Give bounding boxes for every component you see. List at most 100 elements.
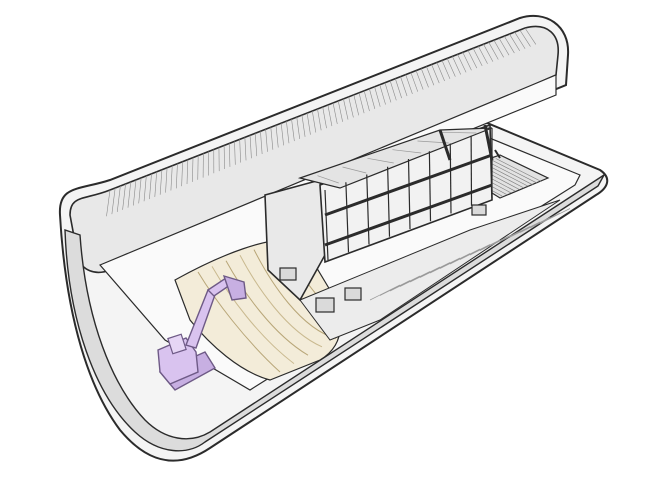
- rib-line: [524, 27, 537, 45]
- rib-line: [312, 110, 317, 133]
- rib-line: [493, 40, 504, 58]
- ramp-grate-line: [495, 158, 542, 182]
- floor-hatch-line: [419, 262, 451, 278]
- rib-line: [296, 117, 301, 139]
- rib-line: [488, 42, 499, 60]
- rib-line: [384, 82, 392, 103]
- gantry-leg: [471, 204, 487, 216]
- rib-line: [353, 94, 360, 116]
- rib-line: [106, 189, 111, 217]
- rib-line: [175, 163, 178, 189]
- excavation-band-line: [211, 266, 295, 364]
- floor-hatch-line: [439, 253, 471, 269]
- rib-line: [436, 62, 445, 82]
- rib-line: [229, 143, 231, 167]
- rib-line: [186, 159, 189, 185]
- floor-hatch-line: [429, 257, 461, 274]
- rib-line: [389, 80, 397, 101]
- rib-line: [159, 169, 163, 195]
- tunnel-floor: [299, 199, 561, 341]
- rib-line: [286, 121, 290, 144]
- excavation-band-line: [239, 254, 323, 348]
- rib-line: [457, 54, 467, 73]
- rib-line: [133, 179, 137, 206]
- rib-line: [244, 137, 247, 161]
- floor-hatch-line: [509, 221, 541, 238]
- floor-hatching: [369, 208, 571, 301]
- gantry-post: [324, 189, 329, 261]
- excavation-band-line: [197, 271, 281, 373]
- rib-line: [369, 88, 376, 109]
- ramp-grate-line: [491, 159, 538, 184]
- steel-arch-ribs: [69, 25, 559, 274]
- excavator: [157, 274, 247, 391]
- gantry-post: [345, 182, 350, 253]
- rib-line: [420, 68, 429, 88]
- floor-hatch-line: [539, 208, 571, 224]
- rib-line: [379, 84, 386, 105]
- rib-line: [374, 86, 381, 107]
- rib-line: [519, 29, 531, 47]
- rib-line: [317, 108, 322, 131]
- rib-line: [446, 58, 456, 77]
- rib-line: [181, 161, 183, 187]
- rib-line: [509, 33, 521, 52]
- rib-line: [503, 35, 515, 54]
- gantry-deck-line: [317, 175, 339, 184]
- gantry-leg: [315, 297, 335, 313]
- gantry-rail-lower: [324, 183, 493, 247]
- shield-gantry: [264, 123, 494, 313]
- rib-line: [348, 96, 354, 118]
- rib-line: [192, 157, 194, 182]
- gantry-post: [387, 166, 391, 237]
- rib-line: [122, 183, 126, 210]
- gantry-post: [449, 143, 452, 214]
- excavator-bucket: [222, 274, 247, 301]
- gantry-deck-line: [342, 166, 367, 174]
- rib-pattern: [106, 27, 537, 217]
- rib-line: [498, 37, 510, 56]
- rib-line: [254, 133, 258, 157]
- floor-hatch-line: [379, 280, 411, 296]
- rib-line: [410, 72, 419, 92]
- rib-line: [138, 177, 142, 204]
- excavation-band-line: [253, 249, 337, 339]
- rib-line: [441, 60, 451, 79]
- rib-line: [143, 175, 147, 202]
- rib-line: [472, 48, 483, 67]
- rib-line: [426, 66, 435, 86]
- gantry-post: [428, 151, 432, 222]
- rib-line: [291, 119, 295, 142]
- gantry-post: [407, 158, 411, 230]
- rib-line: [514, 31, 526, 49]
- excavation-band-line: [225, 260, 309, 356]
- floor-hatch-line: [389, 275, 421, 292]
- rib-line: [343, 98, 349, 120]
- lining-front-rim: [64, 174, 605, 452]
- rib-line: [260, 131, 263, 154]
- gantry-arm: [438, 124, 494, 161]
- floor-hatch-line: [489, 230, 521, 247]
- gantry-post: [366, 174, 370, 245]
- floor-hatch-line: [479, 235, 511, 251]
- floor-hatch-line: [459, 244, 491, 260]
- rib-line: [358, 92, 365, 114]
- rib-line: [239, 139, 241, 163]
- gantry-deck-line: [367, 157, 394, 164]
- rib-line: [275, 125, 279, 148]
- gantry-deck-line: [392, 149, 422, 154]
- rib-line: [337, 100, 343, 122]
- gantry-leg: [344, 287, 362, 301]
- floor-hatch-line: [519, 217, 551, 233]
- excavator-cab: [157, 337, 199, 385]
- floor-hatch-line: [399, 271, 431, 287]
- rib-line: [478, 46, 488, 64]
- rib-line: [431, 64, 440, 84]
- rib-line: [327, 104, 333, 127]
- rib-line: [462, 52, 472, 71]
- rib-line: [395, 78, 402, 99]
- floor-hatch-line: [409, 266, 441, 283]
- rib-line: [405, 74, 413, 94]
- rib-line: [111, 187, 116, 215]
